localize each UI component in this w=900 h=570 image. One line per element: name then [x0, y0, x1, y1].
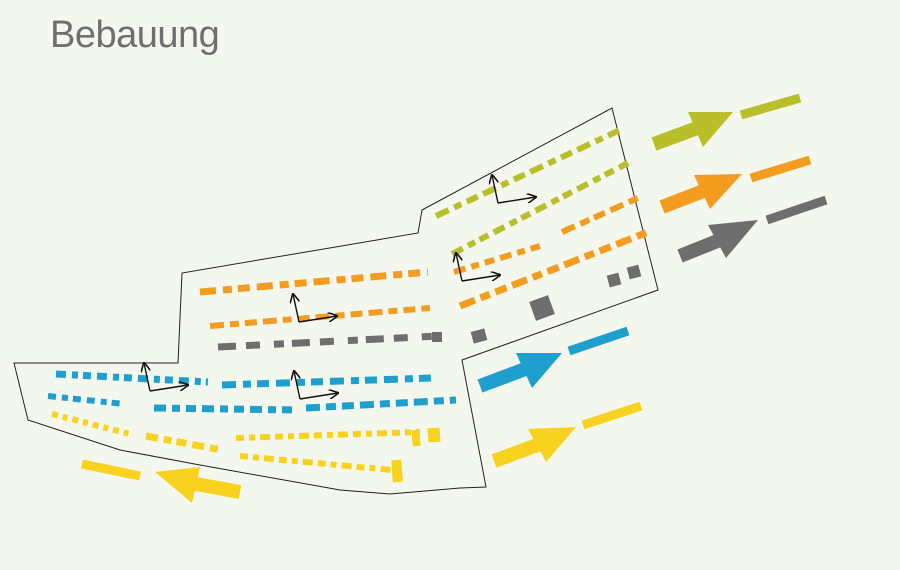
building-block-icon [427, 427, 441, 443]
direction-arrow-icon [477, 326, 630, 393]
direction-arrow-icon [491, 401, 643, 468]
building-row [434, 127, 622, 219]
building-block-icon [626, 264, 642, 280]
orientation-axes [144, 175, 536, 400]
orientation-axis-icon [293, 294, 337, 323]
building-block-icon [432, 332, 442, 342]
building-row [47, 393, 125, 407]
building-row [453, 243, 541, 275]
building-block-icon [391, 459, 403, 483]
building-row [458, 228, 650, 310]
site-boundary [13, 107, 659, 495]
orientation-axis-icon [456, 253, 500, 282]
building-block-icon [529, 295, 555, 321]
building-row [239, 453, 393, 473]
orientation-axis-icon [492, 175, 536, 204]
building-row [51, 411, 131, 437]
building-row [145, 432, 223, 454]
direction-arrow-icon [659, 155, 812, 214]
building-row [305, 396, 457, 412]
building-row [221, 374, 433, 389]
direction-arrow-icon [81, 459, 242, 503]
direction-arrow-icon [651, 93, 802, 151]
building-blocks [47, 127, 650, 483]
direction-arrows [81, 93, 828, 503]
building-row [199, 268, 429, 296]
building-block-icon [411, 429, 421, 447]
orientation-axis-icon [144, 363, 188, 392]
building-row [450, 160, 630, 257]
building-row [217, 332, 441, 351]
building-row [153, 404, 299, 414]
building-row [55, 370, 209, 386]
page-title: Bebauung [50, 14, 220, 56]
building-block-icon [470, 328, 488, 344]
building-row [209, 305, 431, 329]
building-row [235, 429, 421, 441]
orientation-axis-icon [294, 371, 338, 400]
building-block-icon [606, 272, 622, 288]
building-row [560, 195, 640, 235]
direction-arrow-icon [677, 195, 828, 263]
